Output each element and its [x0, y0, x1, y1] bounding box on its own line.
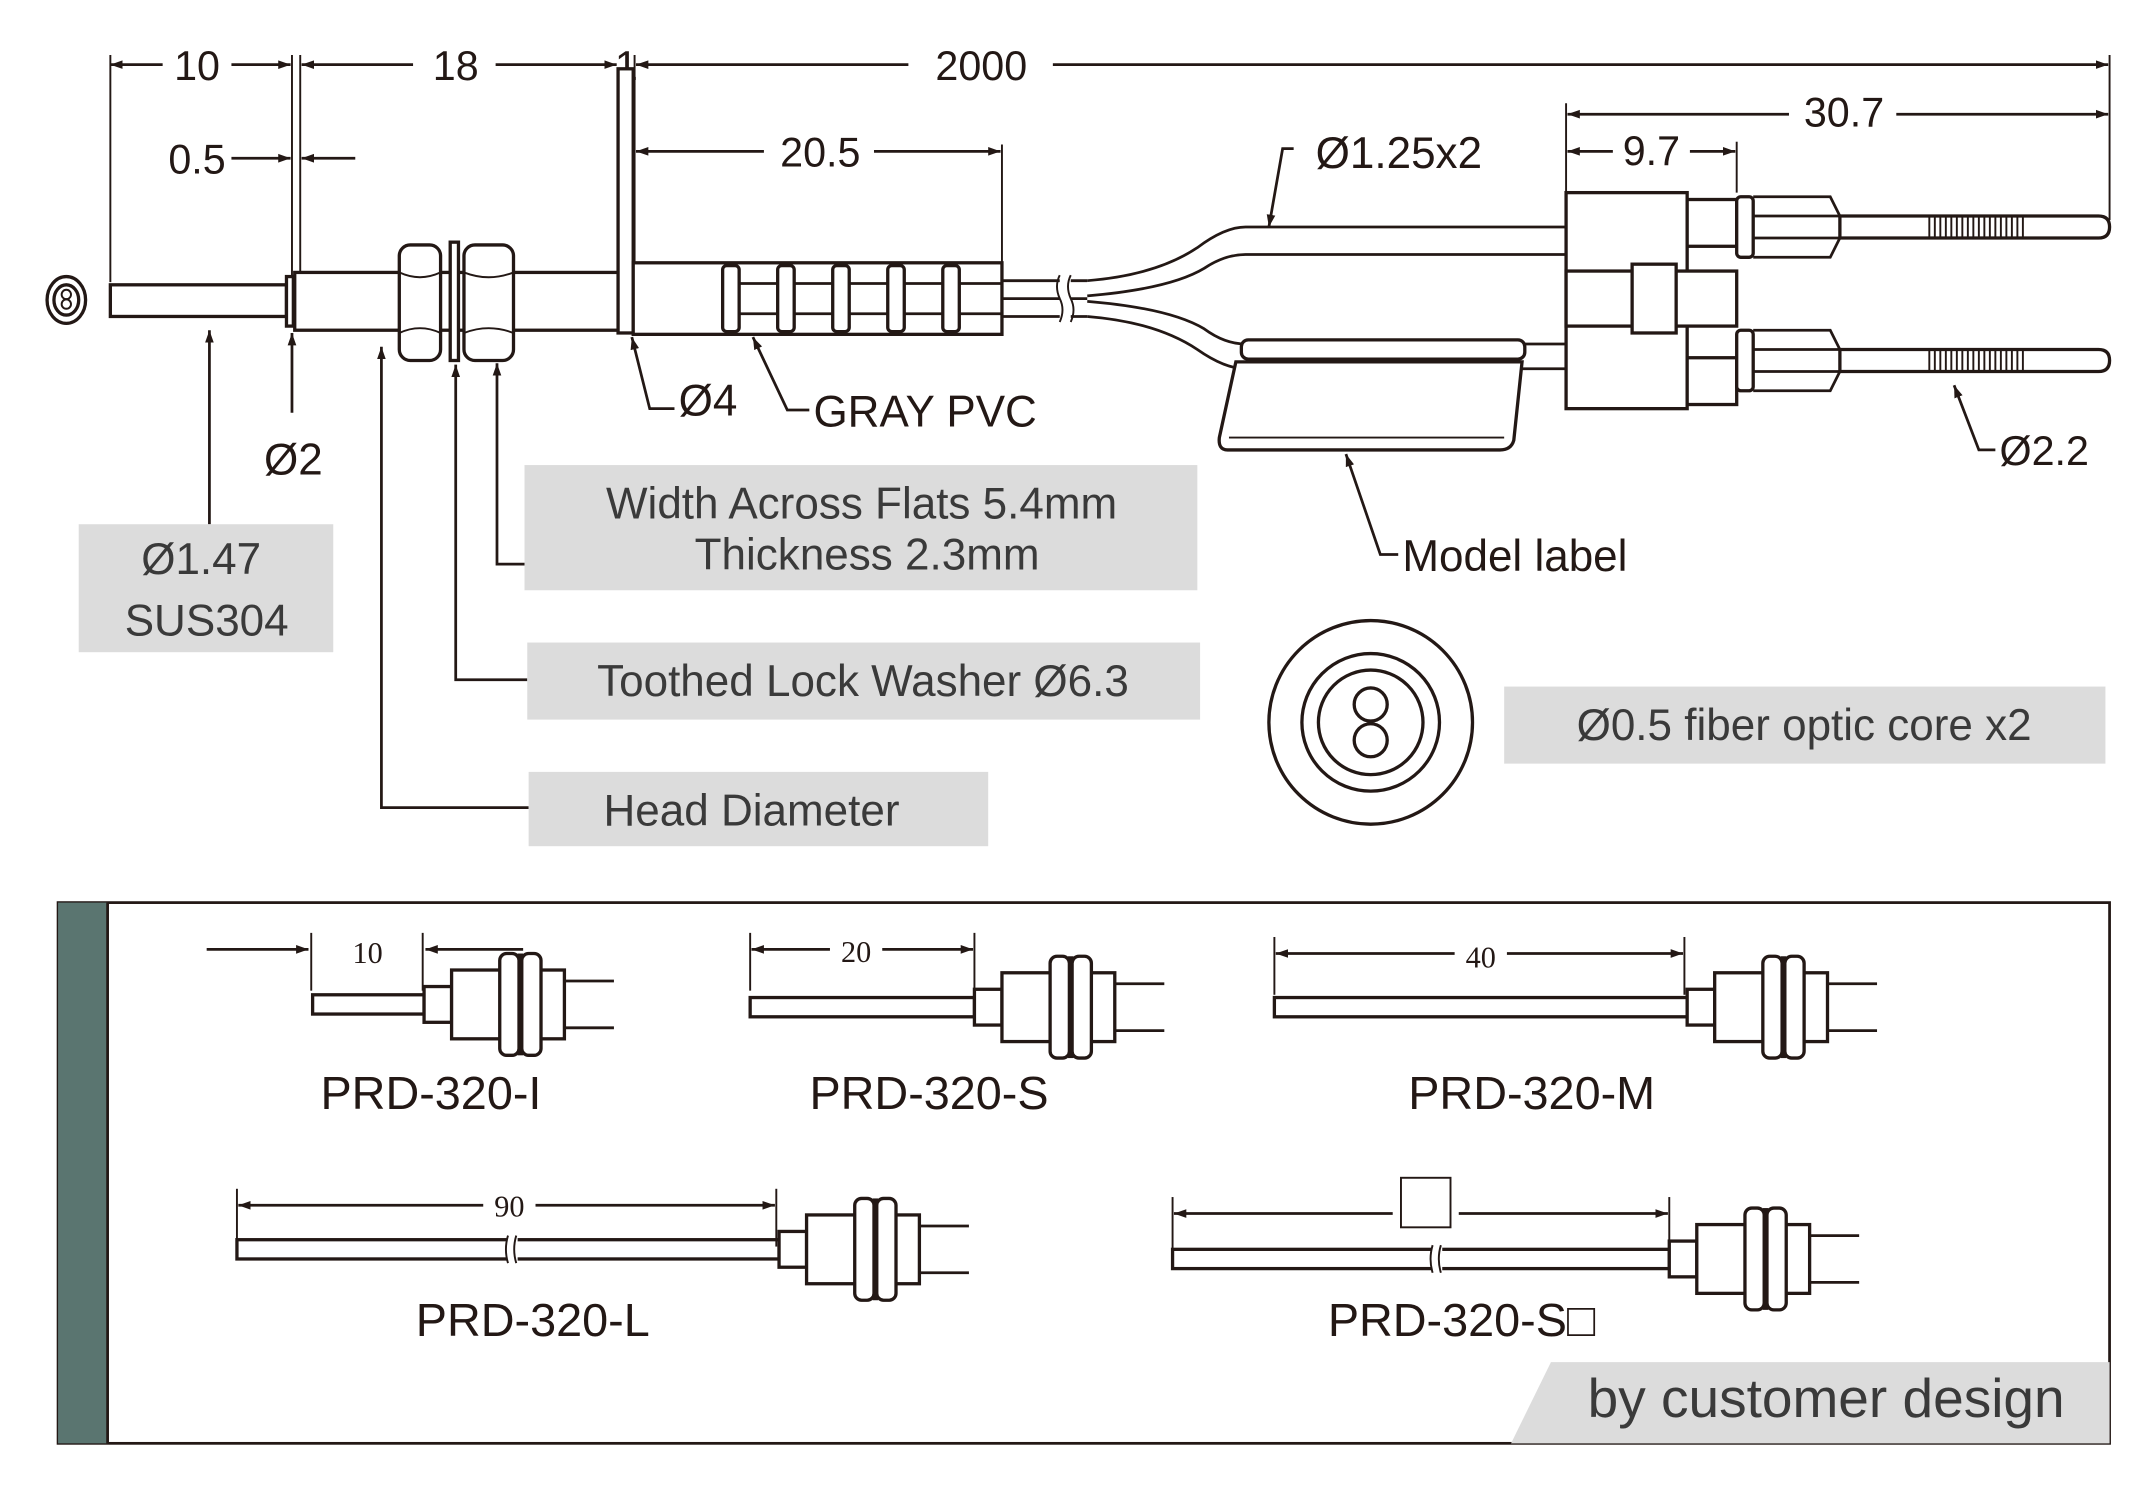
custom-length-box — [1400, 1176, 1452, 1229]
pin-collar — [1735, 195, 1755, 259]
variant-length: 40 — [1466, 940, 1496, 974]
sleeve-groove — [886, 263, 906, 334]
sleeve-groove — [720, 263, 741, 334]
cable-cross-section — [1267, 618, 1475, 826]
head-diameter-text: Head Diameter — [604, 787, 900, 836]
pin-collar — [1735, 328, 1755, 393]
variant-name: PRD-320-L — [416, 1294, 650, 1346]
probe-tube — [748, 995, 977, 1019]
probe-tube — [1170, 1247, 1671, 1271]
fiber-cable — [1001, 225, 1567, 371]
model-label-callout: Model label — [1402, 532, 1627, 581]
tube-callout-box — [78, 524, 334, 653]
leader-line — [751, 336, 810, 412]
sleeve-groove — [831, 263, 851, 334]
leader-line — [1266, 147, 1294, 228]
tube-diameter-text: Ø1.47 — [141, 535, 261, 584]
gray-pvc-callout: GRAY PVC — [813, 388, 1036, 437]
head-callout-box — [528, 771, 989, 847]
tube-material-text: SUS304 — [125, 597, 289, 646]
custom-note-box — [1511, 1362, 2110, 1444]
variant-prd-320-s-: PRD-320-S□ — [1170, 1176, 1860, 1346]
variant-length: 10 — [353, 936, 383, 970]
dim-30-7: 30.7 — [1804, 90, 1884, 136]
dim-2000: 2000 — [935, 43, 1027, 89]
fiber-pin — [1838, 347, 2112, 374]
nut-callout-box — [524, 465, 1198, 591]
dim-20-5: 20.5 — [780, 129, 860, 175]
dim-10: 10 — [174, 43, 220, 89]
model-label-tag — [1217, 338, 1527, 452]
dim-pin-diameter: Ø2.2 — [1999, 428, 2088, 474]
flats-text: Width Across Flats 5.4mm — [606, 480, 1117, 529]
accent-bar — [58, 902, 108, 1444]
variant-name: PRD-320-I — [320, 1067, 541, 1119]
variant-name: PRD-320-M — [1408, 1067, 1655, 1119]
leader-line — [1952, 384, 1996, 452]
leader-line — [451, 364, 528, 682]
leader-line — [377, 346, 529, 810]
connector-block — [1564, 190, 2112, 411]
dim-ring-diameter: Ø2 — [264, 436, 323, 485]
probe-end-view — [45, 274, 88, 325]
pin-latch — [1753, 195, 1843, 259]
sleeve-groove — [941, 263, 961, 334]
leader-line — [630, 336, 675, 411]
leader-line — [1344, 453, 1399, 556]
sensor-head — [108, 67, 635, 363]
dim-18: 18 — [433, 43, 479, 89]
dim-9-7: 9.7 — [1623, 128, 1680, 174]
dim-0-5: 0.5 — [168, 136, 225, 182]
leader-line — [492, 363, 525, 566]
fiber-pin — [1838, 214, 2112, 240]
washer-text: Toothed Lock Washer Ø6.3 — [597, 657, 1129, 706]
thickness-text: Thickness 2.3mm — [695, 531, 1040, 580]
gray-pvc-sleeve — [631, 261, 1004, 336]
pin-latch — [1753, 328, 1843, 393]
variant-name: PRD-320-S — [809, 1067, 1048, 1119]
probe-tube — [310, 993, 426, 1016]
core-text: Ø0.5 fiber optic core x2 — [1577, 701, 2032, 750]
core-callout-box — [1504, 686, 2106, 764]
variant-length: 90 — [494, 1189, 524, 1223]
washer-callout-box — [527, 642, 1201, 720]
dim-sleeve-diameter: Ø4 — [679, 377, 738, 426]
variant-length: 20 — [841, 935, 871, 969]
dim-cable-diameter: Ø1.25x2 — [1316, 129, 1482, 178]
variant-name: PRD-320-S□ — [1328, 1294, 1596, 1346]
sleeve-groove — [776, 263, 796, 334]
probe-tube — [1272, 995, 1689, 1019]
custom-note-text: by customer design — [1588, 1367, 2065, 1429]
